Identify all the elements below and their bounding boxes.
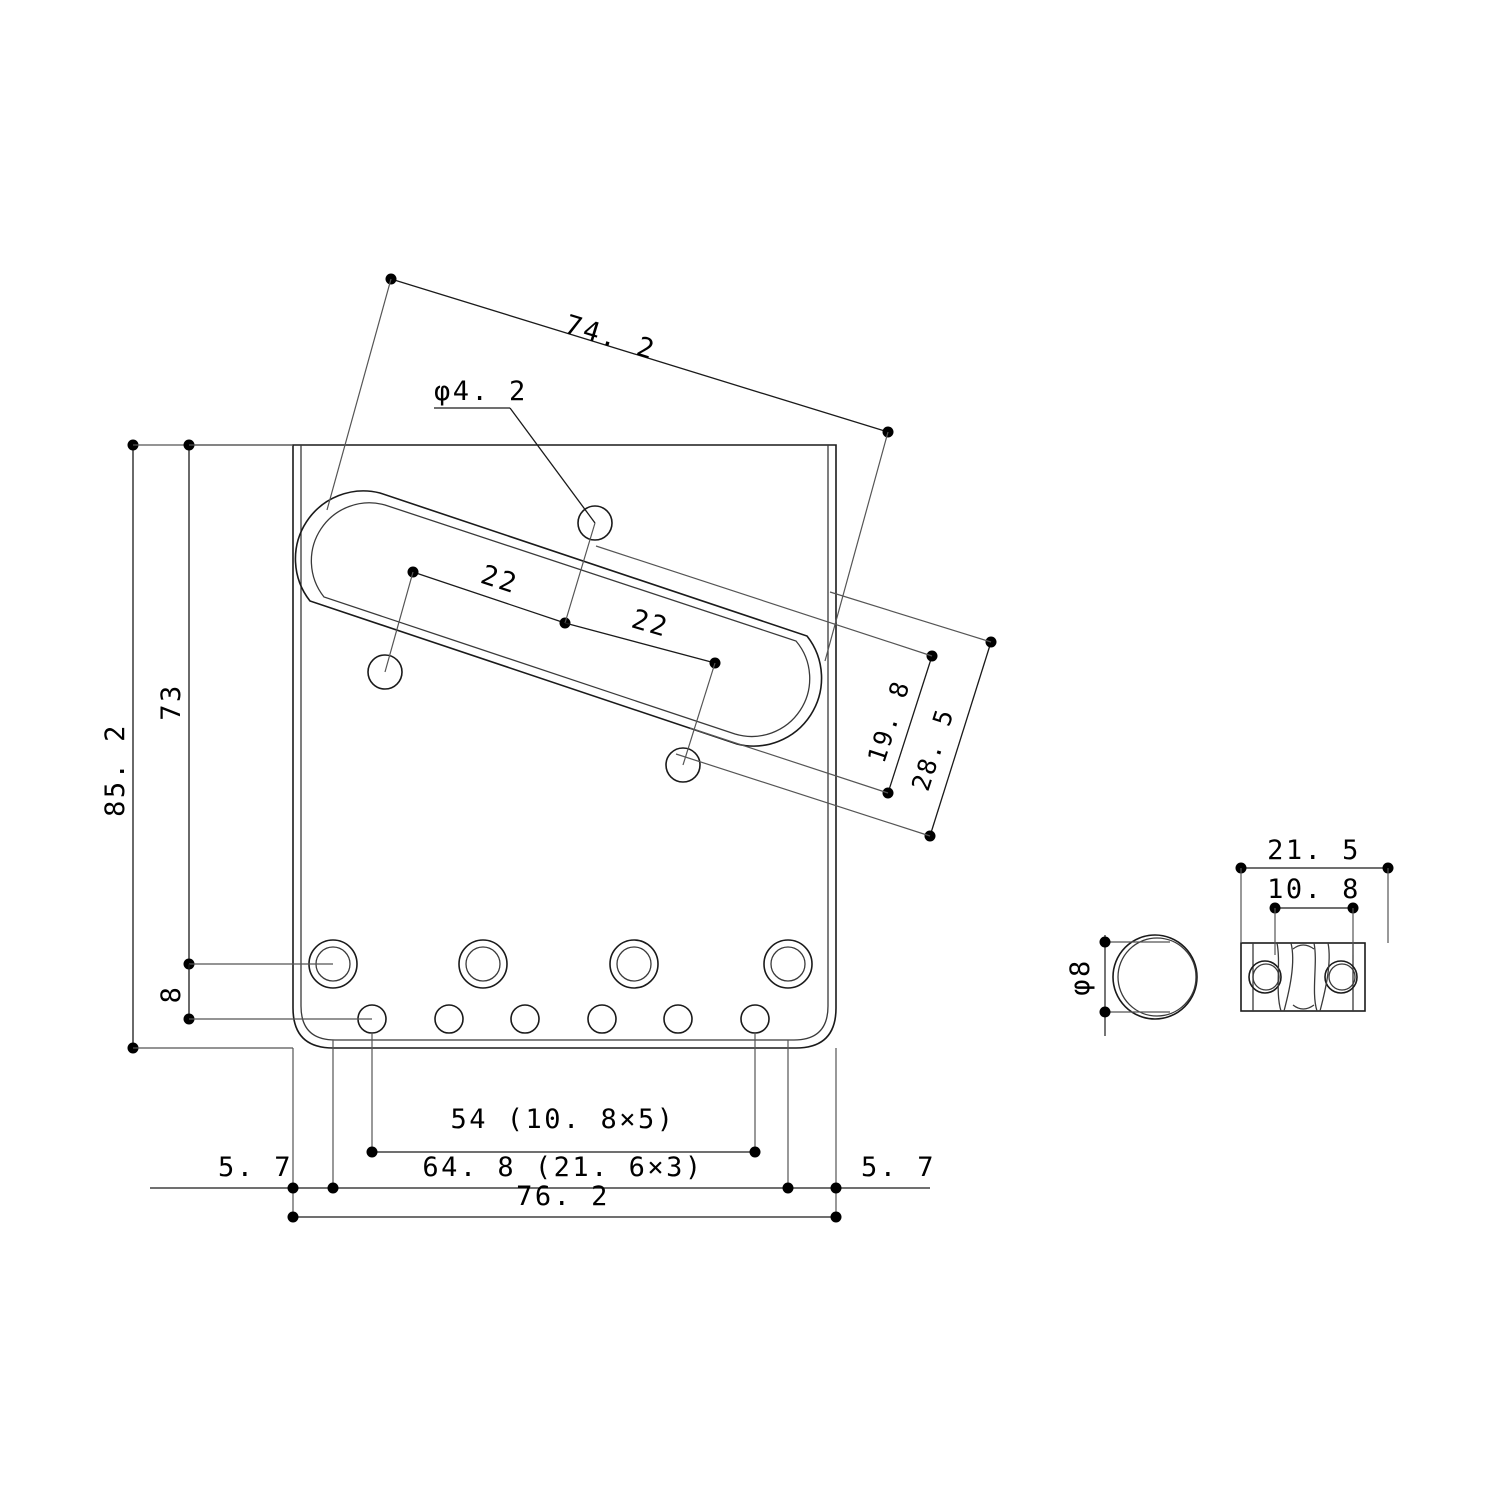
bridge-plate-outline	[292, 444, 837, 1049]
pickup-cavity	[294, 490, 823, 747]
string-through-holes	[357, 1004, 770, 1034]
dimension-8	[183, 964, 372, 1025]
dimension-5-7-right-label: 5. 7	[861, 1152, 936, 1183]
dimension-54	[366, 1146, 761, 1158]
dimension-19-8-label: 19. 8	[862, 676, 916, 766]
dimension-85-2	[127, 439, 293, 1054]
dimension-73-label: 73	[156, 683, 187, 721]
dimension-22-upper	[384, 522, 596, 673]
dimension-8-label: 8	[156, 985, 187, 1004]
dimension-19-8	[595, 545, 938, 799]
saddle-side-view	[1240, 942, 1366, 1012]
dimension-76-2	[287, 1211, 842, 1223]
dimension-21-5-label: 21. 5	[1267, 835, 1361, 866]
dimension-dia-8-label: φ8	[1065, 958, 1096, 996]
dimension-22-lower-label: 22	[628, 604, 673, 644]
dimension-22-upper-label: 22	[477, 559, 522, 600]
dimension-28-5	[675, 591, 997, 842]
dimension-dia-4-2-leader	[434, 407, 596, 524]
dimension-10-8-label: 10. 8	[1267, 874, 1361, 905]
dimension-74-2	[326, 273, 894, 662]
cavity-screw-holes	[367, 505, 701, 783]
dimension-dia-8	[1099, 936, 1170, 1018]
dimension-dia-4-2-label: φ4. 2	[434, 376, 528, 407]
dimension-10-8	[1269, 902, 1359, 955]
dimension-76-2-label: 76. 2	[516, 1181, 610, 1212]
dimension-54-label: 54 (10. 8×5)	[450, 1104, 675, 1135]
dimension-64-8	[150, 1182, 930, 1194]
dimension-64-8-label: 64. 8 (21. 6×3)	[422, 1152, 703, 1183]
dimension-74-2-label: 74. 2	[561, 309, 660, 366]
dimension-21-5	[1235, 862, 1394, 943]
dimension-28-5-label: 28. 5	[906, 704, 960, 794]
saddle-mount-holes	[308, 939, 813, 989]
dimension-5-7-left-label: 5. 7	[218, 1152, 293, 1183]
dimension-22-lower	[564, 622, 721, 766]
saddle-end-view	[1104, 934, 1198, 1036]
dimension-85-2-label: 85. 2	[100, 723, 131, 817]
dimension-73	[183, 439, 333, 970]
